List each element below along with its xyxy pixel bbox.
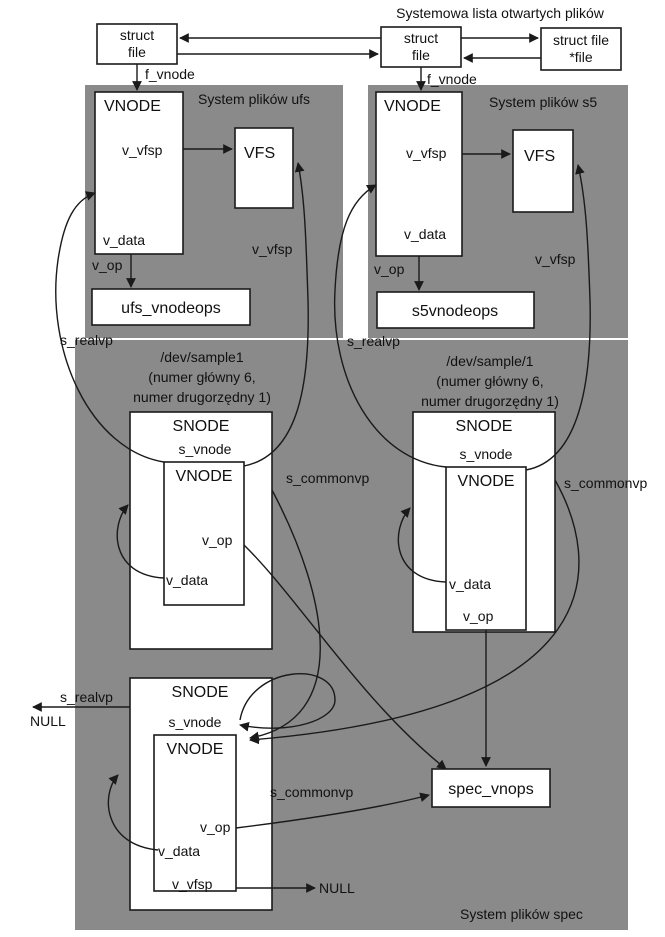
snode-3-v-op-label: v_op — [200, 819, 231, 835]
dev2-line2: (numer główny 6, — [436, 373, 543, 389]
ufs-vfs-box: VFS — [234, 127, 294, 209]
ufs-vfs-v-vfsp-label: v_vfsp — [252, 241, 293, 257]
spec-vnops-label: spec_vnops — [448, 781, 533, 798]
s5-v-vfsp-label: v_vfsp — [406, 145, 447, 161]
struct-file-ptr-line2: *file — [569, 49, 593, 65]
s5-vfs-box: VFS — [512, 129, 574, 213]
s5-vnode-title: VNODE — [384, 98, 441, 115]
fs-spec-title: System plików spec — [460, 906, 583, 922]
snode-2-box: SNODE s_vnode VNODE v_data v_op — [412, 411, 556, 633]
ufs-vnode-box: VNODE v_vfsp v_data — [94, 91, 184, 255]
s-commonvp-label-1: s_commonvp — [286, 470, 369, 486]
snode-1-vnode-title: VNODE — [176, 468, 233, 485]
s5-v-data-label: v_data — [404, 226, 446, 242]
snode-1-s-vnode-label: s_vnode — [179, 441, 232, 457]
snode-3-vnode-title: VNODE — [167, 741, 224, 758]
spec-vnops-box: spec_vnops — [431, 768, 551, 808]
snode-1-title: SNODE — [173, 418, 230, 435]
snode-1-v-op-label: v_op — [202, 532, 233, 548]
struct-file-ptr-line1: struct file — [553, 32, 609, 48]
struct-file-ptr: struct file *file — [540, 27, 622, 71]
s5-vfs-v-vfsp-label: v_vfsp — [535, 251, 576, 267]
ufs-vnode-title: VNODE — [104, 98, 161, 115]
fs-ufs-title: System plików ufs — [198, 91, 310, 107]
snode-2-vnode-title: VNODE — [458, 473, 515, 490]
struct-file-left-line2: file — [128, 44, 146, 60]
dev1-line3: numer drugorzędny 1) — [133, 389, 271, 405]
struct-file-center: struct file — [380, 26, 462, 68]
s5-vnodeops-label: s5vnodeops — [412, 303, 498, 320]
struct-file-left-line1: struct — [120, 27, 154, 43]
snode-1-box: SNODE s_vnode VNODE v_op v_data — [129, 411, 273, 650]
ufs-v-data-label: v_data — [103, 232, 145, 248]
open-file-list-title: Systemowa lista otwartych plików — [396, 5, 605, 21]
null-label-bottom: NULL — [319, 880, 355, 896]
snode-2-v-op-label: v_op — [463, 608, 494, 624]
ufs-vfs-title: VFS — [244, 145, 275, 162]
snode-3-v-data-label: v_data — [158, 843, 200, 859]
snode-2-s-vnode-label: s_vnode — [460, 446, 513, 462]
s-realvp-label-left: s_realvp — [60, 332, 113, 348]
s5-vnode-box: VNODE v_vfsp v_data — [375, 91, 463, 257]
fs-s5-title: System plików s5 — [489, 94, 597, 110]
snode-1-v-data-label: v_data — [166, 572, 208, 588]
dev1-line2: (numer główny 6, — [148, 369, 255, 385]
dev2-line1: /dev/sample/1 — [446, 353, 533, 369]
snode-3-box: SNODE s_vnode VNODE v_op v_data v_vfsp — [129, 677, 273, 911]
s5-vnodeops-box: s5vnodeops — [376, 291, 535, 329]
ufs-v-op-label: v_op — [92, 257, 123, 273]
snode-2-v-data-label: v_data — [449, 576, 491, 592]
s-realvp-label-right: s_realvp — [347, 333, 400, 349]
dev2-line3: numer drugorzędny 1) — [421, 393, 559, 409]
snode-3-title: SNODE — [172, 684, 229, 701]
null-label-left: NULL — [30, 713, 66, 729]
s-commonvp-label-2: s_commonvp — [564, 475, 647, 491]
struct-file-left: struct file — [96, 23, 178, 65]
snode-3-v-vfsp-label: v_vfsp — [172, 876, 213, 892]
struct-file-center-line1: struct — [404, 30, 438, 46]
s-commonvp-label-3: s_commonvp — [270, 784, 353, 800]
struct-file-center-line2: file — [412, 47, 430, 63]
snode-3-s-vnode-label: s_vnode — [169, 714, 222, 730]
dev1-line1: /dev/sample1 — [160, 349, 243, 365]
s-realvp-label-bottom: s_realvp — [60, 689, 113, 705]
ufs-vnodeops-box: ufs_vnodeops — [91, 288, 251, 326]
ufs-vnodeops-label: ufs_vnodeops — [121, 300, 221, 317]
s5-v-op-label: v_op — [374, 261, 405, 277]
ufs-v-vfsp-label: v_vfsp — [122, 142, 163, 158]
snode-2-title: SNODE — [456, 418, 513, 435]
s5-vfs-title: VFS — [524, 148, 555, 165]
f-vnode-label-left: f_vnode — [145, 66, 195, 82]
f-vnode-label-right: f_vnode — [427, 71, 477, 87]
